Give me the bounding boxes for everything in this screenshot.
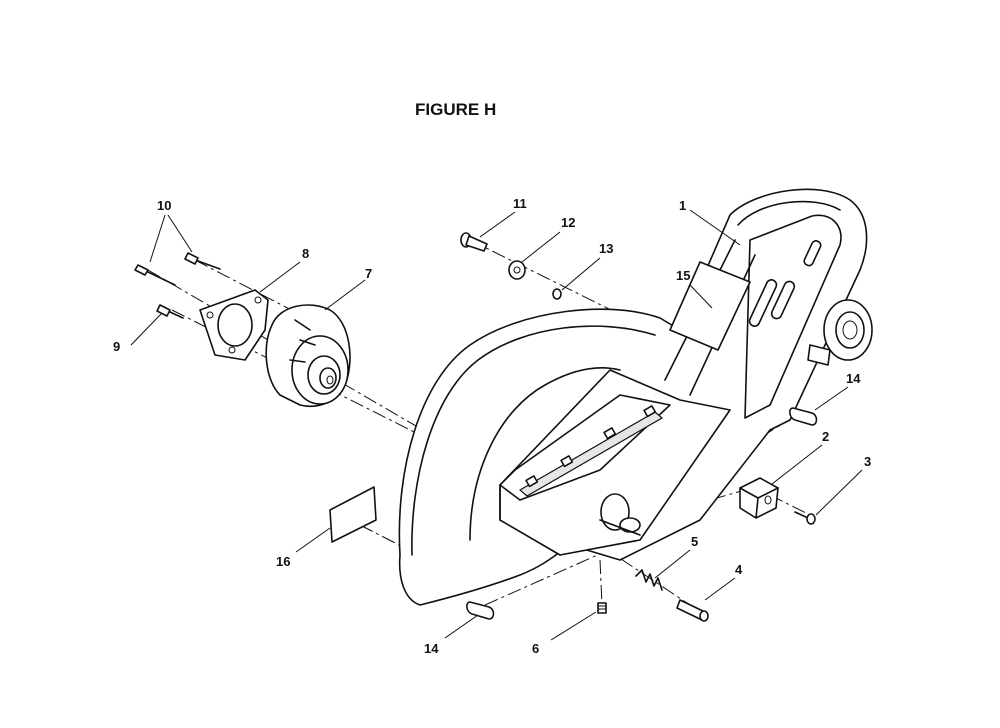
- callout-14-bottom: 14: [424, 641, 439, 656]
- gasket-plate: [199, 289, 269, 361]
- figure-title: FIGURE H: [415, 100, 496, 119]
- callout-3: 3: [864, 454, 871, 469]
- callout-5: 5: [691, 534, 698, 549]
- callout-2: 2: [822, 429, 829, 444]
- callout-11: 11: [513, 196, 527, 211]
- blade-guard: [398, 188, 873, 606]
- leader-lines: [130, 209, 863, 641]
- callout-8: 8: [302, 246, 309, 261]
- callout-7: 7: [365, 266, 372, 281]
- screw-3: [794, 511, 816, 525]
- callout-12: 12: [561, 215, 575, 230]
- callout-10: 10: [157, 198, 171, 213]
- pad-14-bottom: [466, 601, 495, 620]
- label-16: [329, 486, 377, 543]
- spring-5: [635, 569, 663, 591]
- callout-9: 9: [113, 339, 120, 354]
- screw-9: [156, 304, 184, 319]
- bolt-11: [460, 232, 488, 252]
- washer-12: [508, 260, 526, 280]
- callout-4: 4: [735, 562, 743, 577]
- callout-13: 13: [599, 241, 613, 256]
- washer-13: [552, 288, 562, 300]
- callout-16: 16: [276, 554, 290, 569]
- pad-14-top: [789, 407, 818, 426]
- callout-14-top: 14: [846, 371, 861, 386]
- set-screw-6: [597, 602, 607, 614]
- block-2: [739, 477, 779, 519]
- callout-labels: 1 2 3 4 5 6 7 8 9 10 11 12 13 14 14 15 1…: [113, 196, 871, 656]
- callout-1: 1: [679, 198, 686, 213]
- motor-assembly: [265, 304, 351, 407]
- screws-10: [134, 252, 221, 286]
- callout-15: 15: [676, 268, 690, 283]
- callout-6: 6: [532, 641, 539, 656]
- pin-4: [676, 599, 709, 622]
